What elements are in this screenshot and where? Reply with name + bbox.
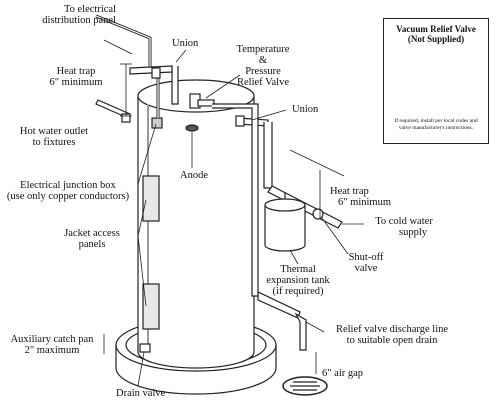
hot-water-pipe: [95, 65, 179, 123]
inset-title: Vacuum Relief Valve(Not Supplied): [396, 24, 476, 44]
jacket-access-panel-upper: [142, 175, 160, 222]
label-junction-box: Electrical junction box(use only copper …: [6, 180, 130, 202]
label-air-gap: 6" air gap: [322, 368, 364, 379]
floor-drain: [282, 376, 328, 396]
label-anode: Anode: [180, 170, 208, 181]
label-union-top: Union: [172, 38, 199, 49]
anode-fitting: [185, 124, 199, 132]
relief-discharge-line: [212, 103, 307, 351]
water-heater-tank: [137, 79, 255, 369]
expansion-tank: [264, 192, 306, 252]
vacuum-relief-valve-inset: Vacuum Relief Valve(Not Supplied) If req…: [383, 18, 489, 144]
leader-lines: [103, 39, 364, 387]
dimension-lines: [103, 63, 321, 374]
label-union-right: Union: [292, 104, 319, 115]
tp-valve: [189, 93, 215, 109]
label-drain-valve: Drain valve: [116, 388, 166, 399]
jacket-access-panel-lower: [142, 283, 160, 330]
drain-valve: [139, 343, 151, 353]
junction-box: [151, 117, 163, 129]
inset-note: If required, install per local codes and…: [394, 118, 478, 131]
shutoff-valve: [312, 208, 324, 220]
